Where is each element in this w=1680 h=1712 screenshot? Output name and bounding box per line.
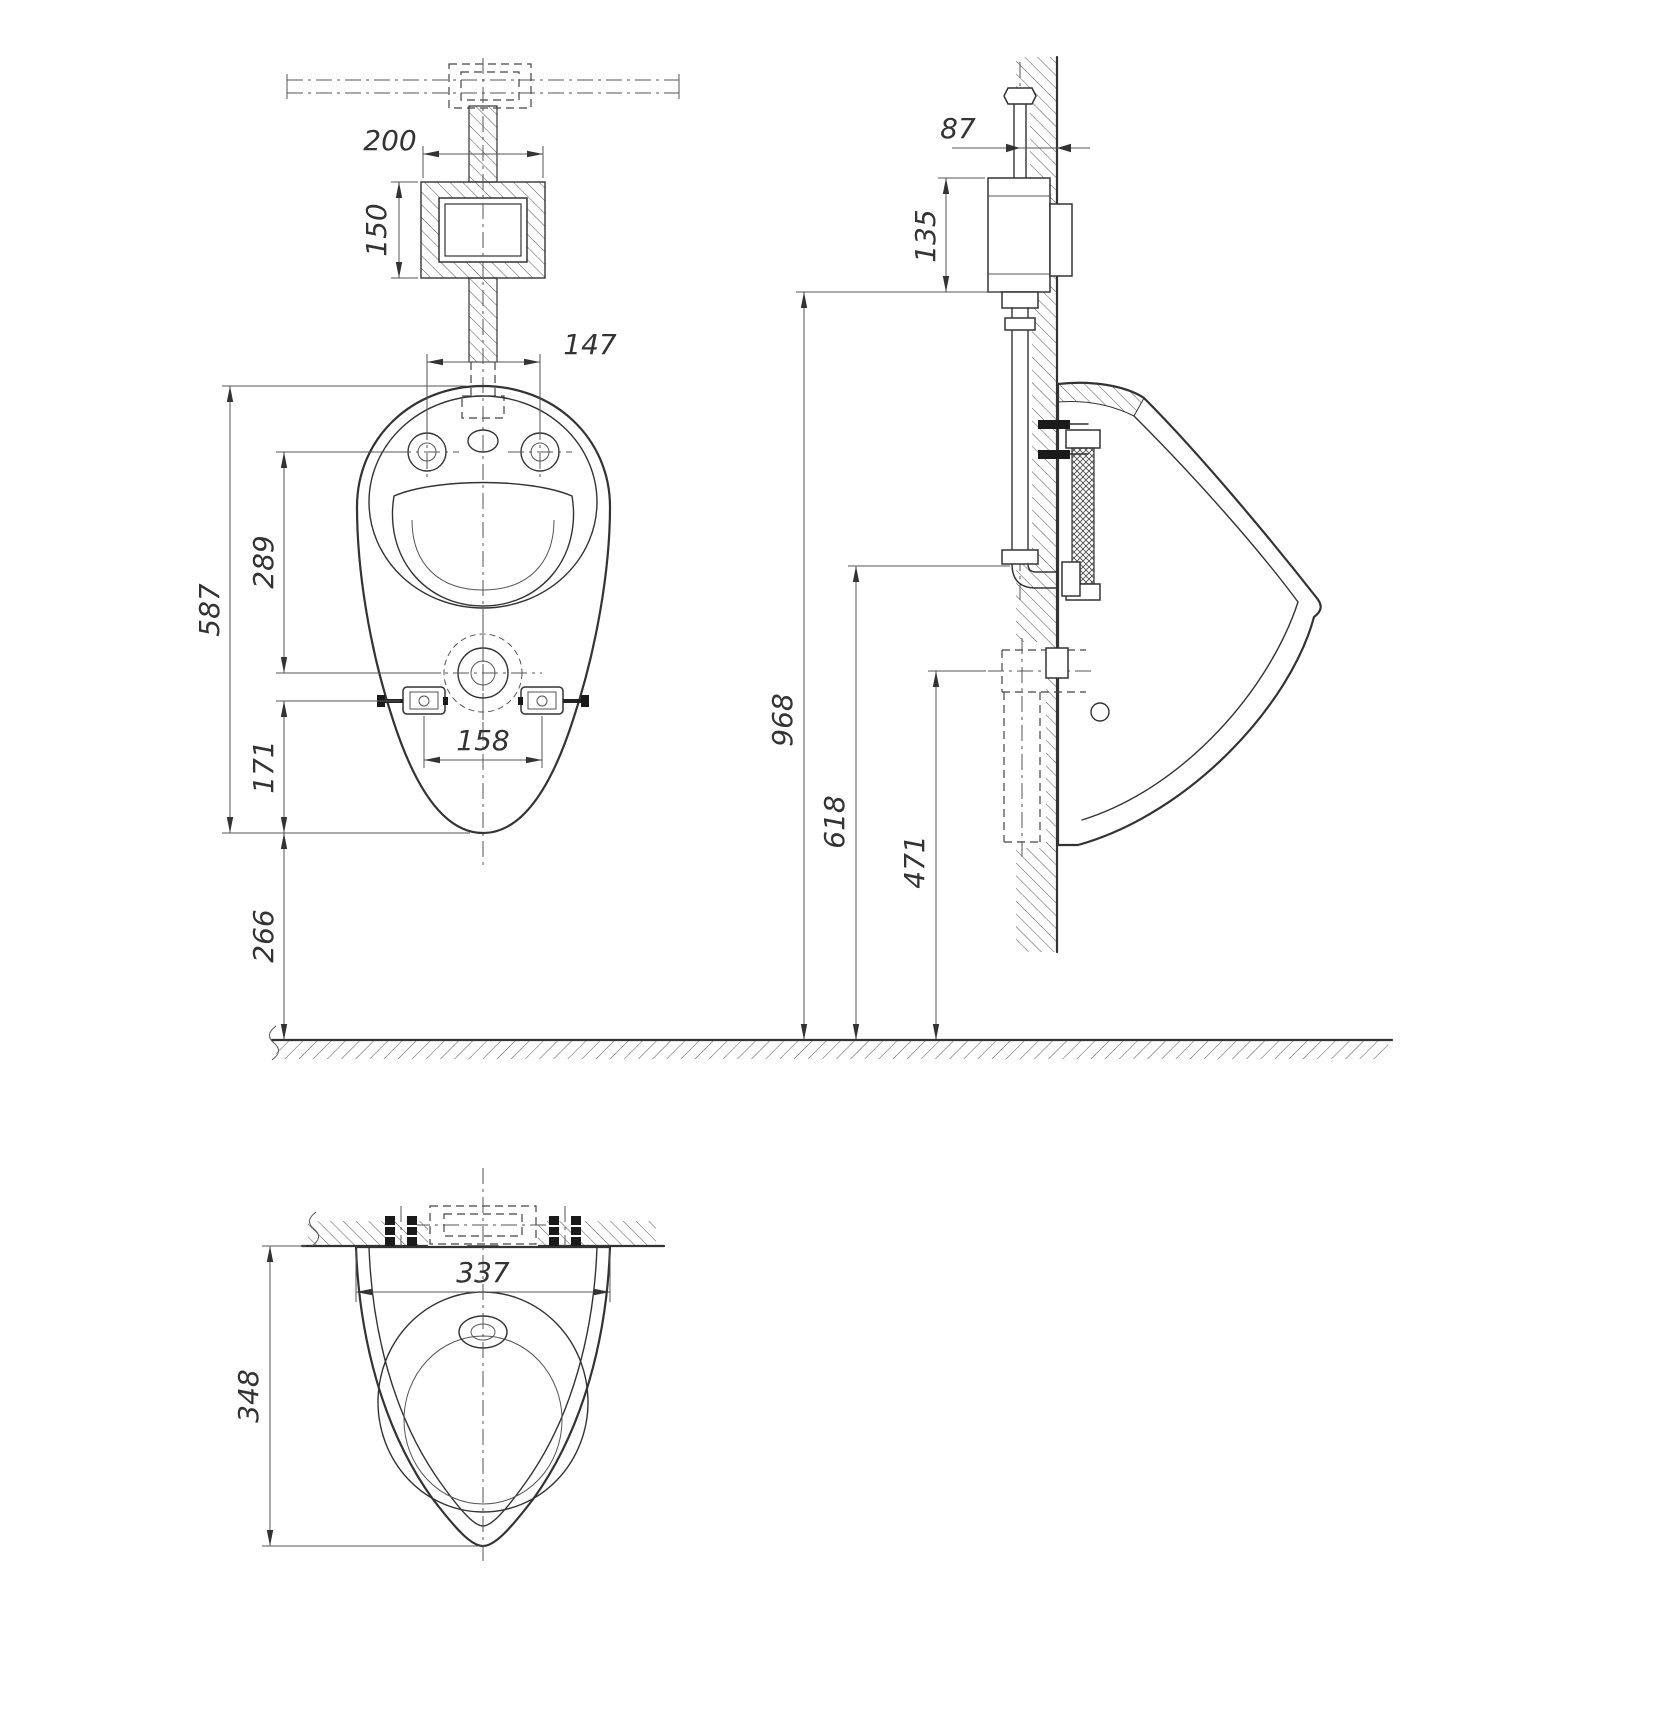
dim-depth: 348 xyxy=(232,1245,478,1547)
rear-mounting-bolts xyxy=(1038,420,1089,459)
outlet-pipe-hidden xyxy=(988,638,1096,858)
mounting-hole-right xyxy=(508,424,572,481)
top-view: 337 348 xyxy=(232,1168,666,1566)
flush-valve-assembly xyxy=(987,62,1073,600)
urinal-front xyxy=(355,384,612,835)
floor-break-symbol xyxy=(269,1025,279,1061)
dim-label-fixing-spacing: 158 xyxy=(456,724,509,757)
side-view: 87 135 968 618 471 xyxy=(766,55,1322,1040)
urinal-side xyxy=(1038,381,1322,847)
urinal-plan xyxy=(354,1168,612,1566)
wall-break-symbol xyxy=(309,1211,319,1247)
dim-label-inlet-height: 618 xyxy=(818,795,851,848)
mounting-hole-left xyxy=(395,424,459,481)
dim-label-depth: 348 xyxy=(232,1369,265,1422)
dim-label-bottom-to-floor: 266 xyxy=(247,909,280,962)
dim-cistern-height: 150 xyxy=(360,181,418,279)
rim-section-hatch xyxy=(1057,382,1145,417)
dim-label-valve-height: 135 xyxy=(909,209,942,262)
spreader-hole xyxy=(467,429,499,453)
fixing-bracket-right xyxy=(518,686,589,715)
bowl-inner-line xyxy=(411,519,555,591)
pipe-union-upper xyxy=(1001,291,1039,309)
dim-cistern-width: 200 xyxy=(363,124,544,178)
dim-valve-height: 135 xyxy=(909,177,985,293)
dim-valve-offset: 87 xyxy=(940,112,1090,153)
dim-supply-height: 968 xyxy=(766,291,1000,1040)
bowl-inner-profile xyxy=(1081,601,1299,821)
pipe-union-lower xyxy=(1001,549,1039,565)
valve-bolt xyxy=(1003,87,1037,105)
dim-outlet-height: 471 xyxy=(898,670,986,1040)
drain-outlet xyxy=(424,614,542,732)
dim-label-cistern-width: 200 xyxy=(363,124,416,157)
dim-label-fixings-to-bottom: 171 xyxy=(247,740,280,793)
dim-label-outlet-height: 471 xyxy=(898,835,931,888)
dim-label-hole-spacing: 147 xyxy=(563,328,617,361)
dim-label-cistern-height: 150 xyxy=(360,203,393,256)
rim-line xyxy=(368,395,598,609)
dim-inlet-height: 618 xyxy=(818,565,1010,1040)
flush-hose xyxy=(1061,429,1101,601)
dim-label-width: 337 xyxy=(456,1256,510,1289)
front-view: 200 150 147 587 289 171 xyxy=(193,58,680,1040)
dim-label-holes-to-drain: 289 xyxy=(247,535,280,588)
floor-line xyxy=(269,1025,1394,1061)
dim-label-overall-height: 587 xyxy=(193,583,226,637)
rim-inner-edge xyxy=(1133,415,1299,603)
dim-label-valve-offset: 87 xyxy=(940,112,976,145)
dim-fixing-spacing: 158 xyxy=(423,716,543,768)
dim-hole-spacing: 147 xyxy=(426,328,617,430)
flush-valve-body xyxy=(987,177,1051,293)
dim-left-stack: 587 289 171 266 xyxy=(193,385,470,1040)
dim-width: 337 xyxy=(355,1250,611,1302)
bowl-opening xyxy=(391,481,575,607)
overflow-hole xyxy=(1090,702,1110,722)
dim-label-supply-height: 968 xyxy=(766,693,799,746)
